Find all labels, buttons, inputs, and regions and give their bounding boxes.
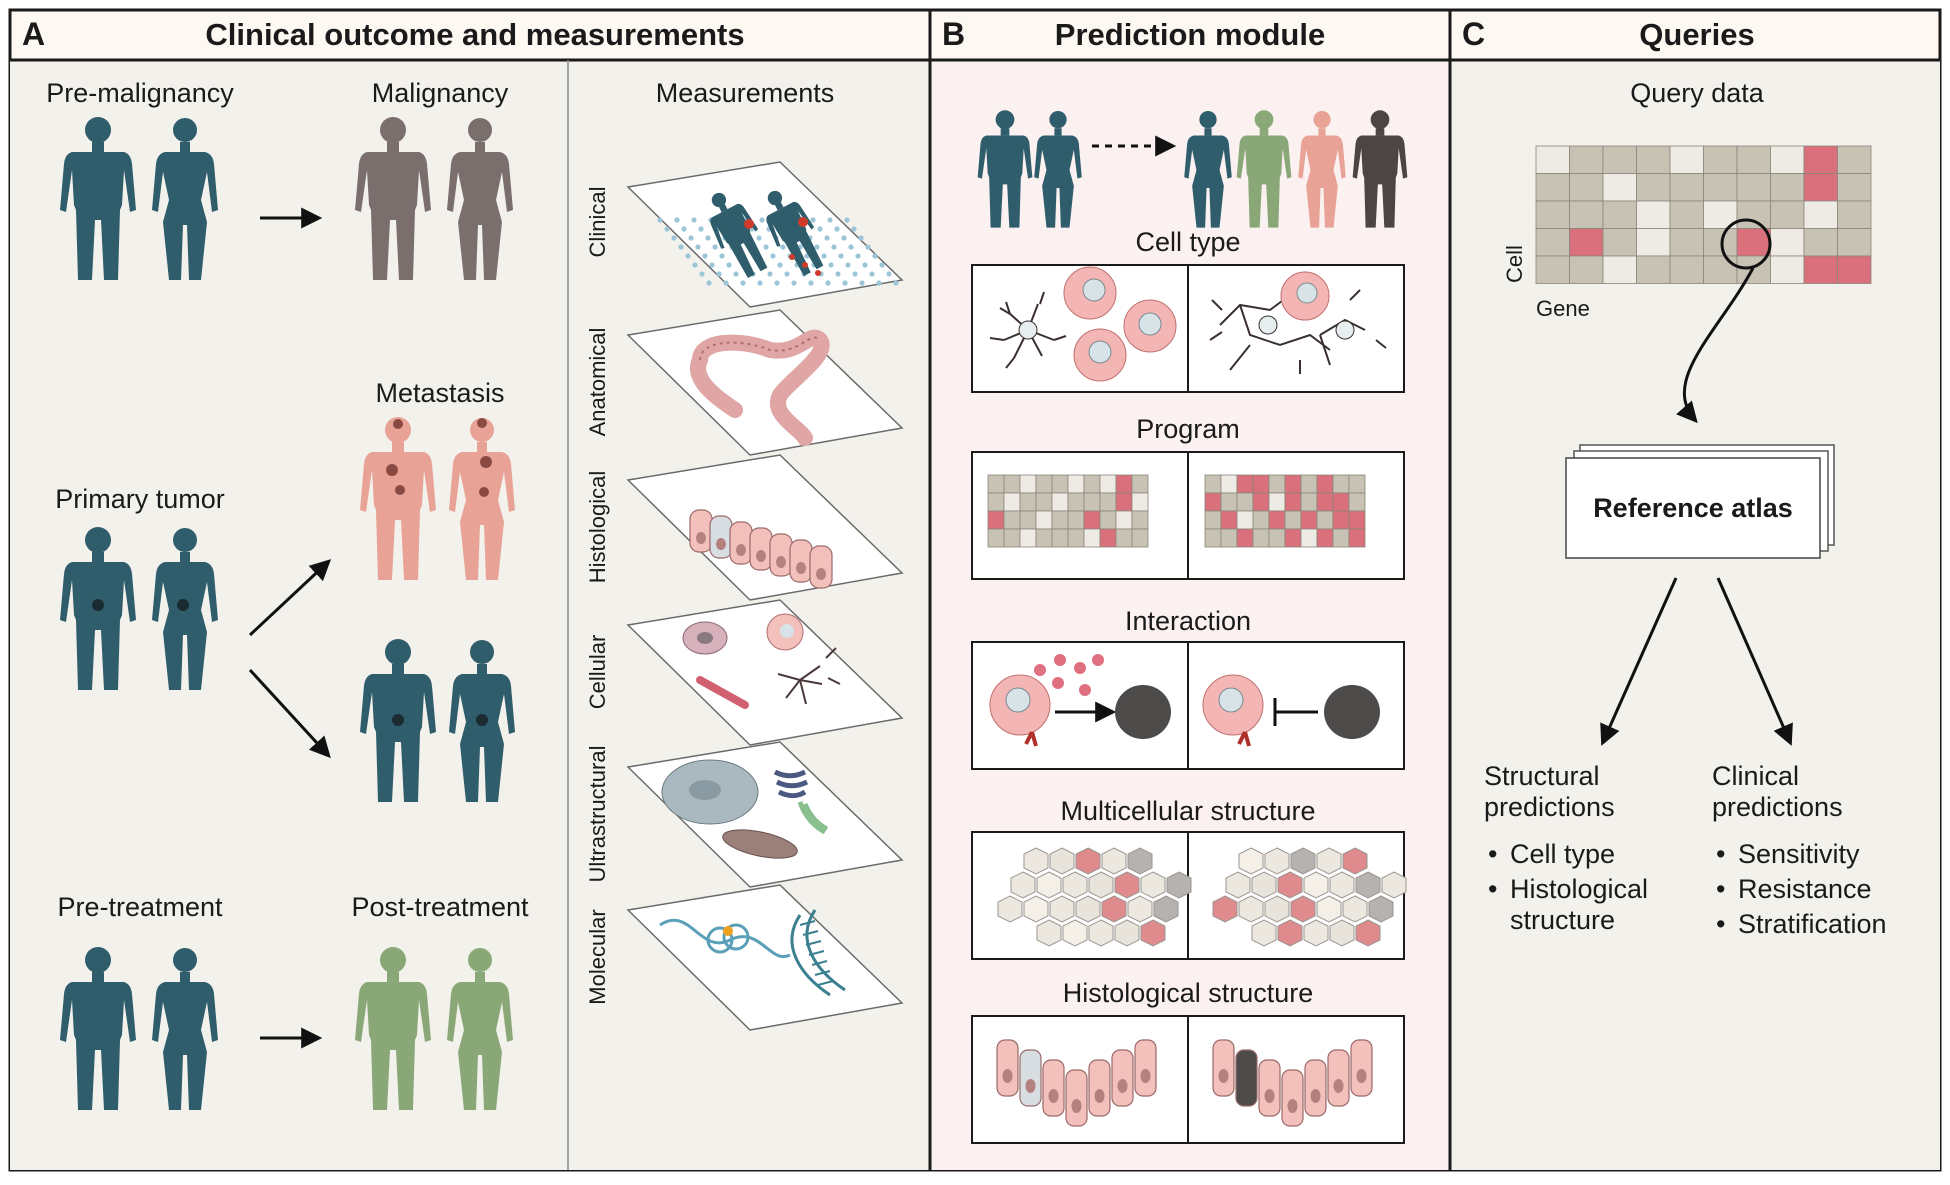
layer-histological [626,454,904,601]
structural-title-2: predictions [1484,792,1615,822]
label-malignancy: Malignancy [372,78,509,108]
bullet: • [1716,839,1725,869]
section-histological-structure: Histological structure [1063,978,1314,1008]
clinical-item-stratification: Stratification [1738,909,1887,939]
box-interaction [971,641,1405,770]
primary-tumor-lesions [92,599,189,611]
layer-label: Ultrastructural [585,746,610,883]
section-multicellular-structure: Multicellular structure [1060,796,1315,826]
label-post-treatment: Post-treatment [351,892,529,922]
box-cell-type [971,264,1405,393]
measurement-layers [626,161,904,1031]
layer-molecular [626,884,904,1031]
panel-c-title: Queries [1639,17,1754,52]
structural-item-histological: Histological [1510,874,1648,904]
clinical-item-sensitivity: Sensitivity [1738,839,1860,869]
highlight-circle [1720,218,1772,270]
layer-label: Clinical [585,187,610,258]
dendritic-cell-icon [989,291,1067,369]
panel-b-title: Prediction module [1055,17,1325,52]
box-histological [971,1015,1405,1144]
arrow-to-structural [1600,577,1678,746]
panel-b-bg [930,60,1450,1170]
dendritic-network-icon [1209,289,1387,374]
structural-item-cell-type: Cell type [1510,839,1615,869]
axis-label-cell: Cell [1502,245,1527,283]
bullet: • [1716,909,1725,939]
section-program: Program [1136,414,1240,444]
receptor-icon [1237,731,1251,747]
metastasis-lesions [386,418,492,497]
panel-a-title: Clinical outcome and measurements [205,17,744,52]
panel-c-letter: C [1462,16,1485,52]
arrow-to-localized [248,668,331,759]
measurement-layer-labels: ClinicalAnatomicalHistologicalCellularUl… [585,187,610,1005]
immune-cell-icon [1115,685,1171,739]
layer-label: Cellular [585,635,610,710]
panel-a-letter: A [22,16,45,52]
arrow-to-metastasis [248,559,332,637]
localized-tumor-lesions [392,714,488,726]
structural-item-structure: structure [1510,905,1615,935]
section-cell-type: Cell type [1135,227,1240,257]
clinical-title-2: predictions [1712,792,1843,822]
layer-cellular [626,599,904,746]
bullet: • [1488,874,1497,904]
structural-title-1: Structural [1484,761,1600,791]
layer-clinical [626,161,904,308]
arrow-to-clinical [1716,577,1793,746]
label-measurements: Measurements [656,78,835,108]
label-pre-malignancy: Pre-malignancy [46,78,234,108]
layer-label: Histological [585,471,610,584]
receptor-icon [1024,731,1038,747]
bullet: • [1488,839,1497,869]
axis-label-gene: Gene [1536,296,1590,321]
layer-label: Molecular [585,909,610,1004]
label-query-data: Query data [1630,78,1765,108]
header-band [8,8,1942,62]
clinical-title-1: Clinical [1712,761,1799,791]
label-metastasis: Metastasis [375,378,504,408]
bullet: • [1716,874,1725,904]
query-heatmap [1535,145,1872,284]
section-interaction: Interaction [1125,606,1251,636]
immune-cell-icon [1324,685,1380,739]
box-multicellular [971,831,1407,960]
curved-arrow-to-atlas [1676,267,1755,424]
tumor-cell-icon [1063,266,1177,382]
layer-label: Anatomical [585,328,610,437]
box-program [971,451,1405,580]
layer-ultrastructural [626,741,904,888]
clinical-item-resistance: Resistance [1738,874,1872,904]
reference-atlas-stack: Reference atlas [1565,444,1835,559]
ligand-dots [1034,654,1104,696]
panel-b-letter: B [942,16,965,52]
reference-atlas-label: Reference atlas [1593,493,1793,523]
layer-anatomical [626,309,904,456]
label-primary-tumor: Primary tumor [55,484,225,514]
label-pre-treatment: Pre-treatment [57,892,223,922]
